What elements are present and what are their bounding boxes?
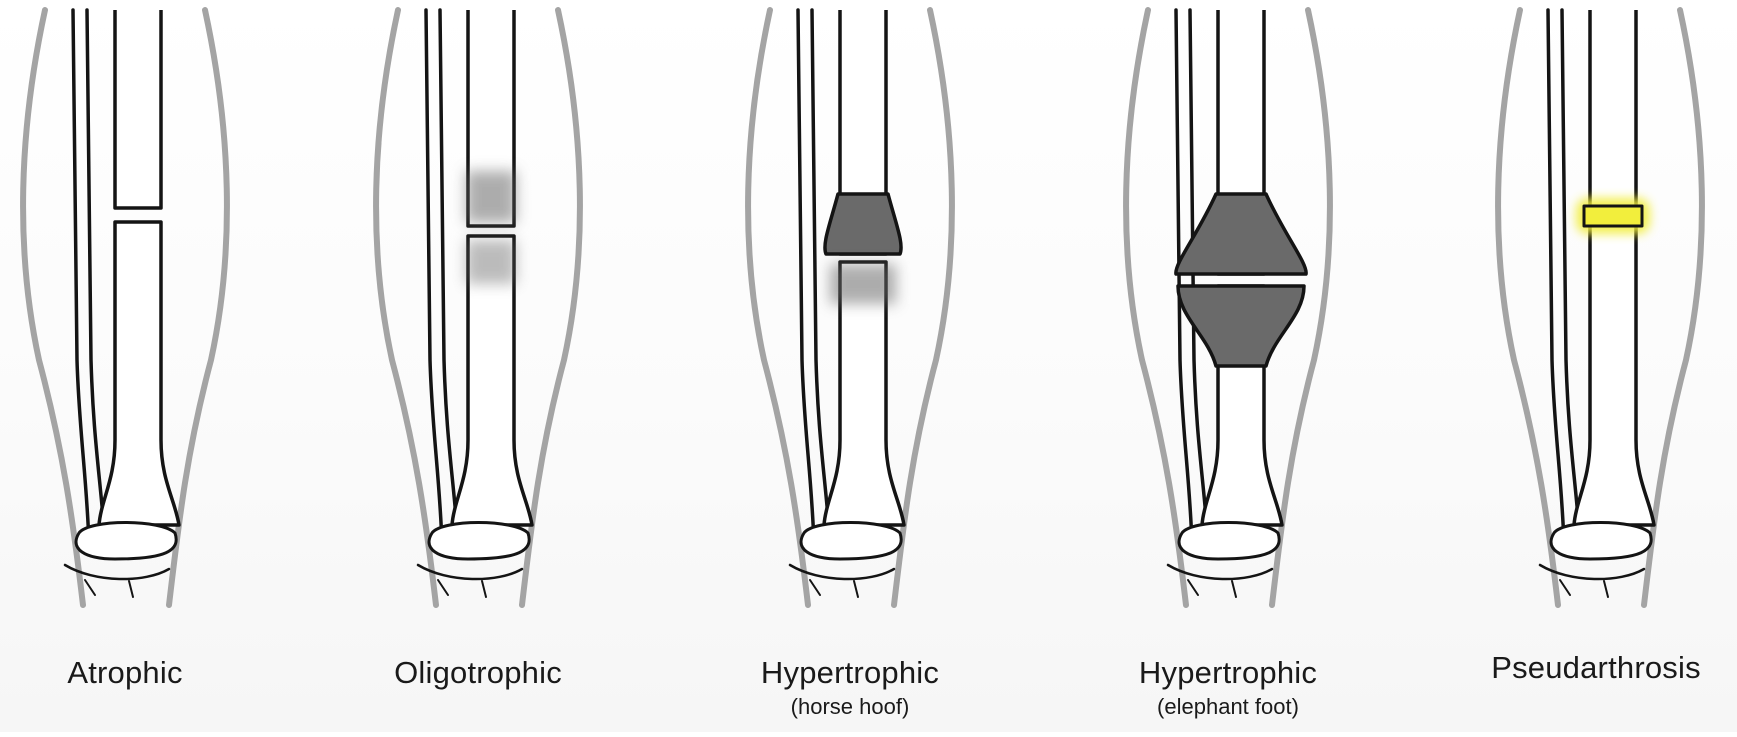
leg-panel-4: [1126, 10, 1330, 605]
pseudarthrosis-joint: [1584, 206, 1642, 226]
panel-subtitle: (elephant foot): [1139, 693, 1317, 721]
tarsal-line-2: [129, 581, 133, 597]
tarsal-line-1: [438, 580, 448, 595]
talus-bone: [429, 523, 529, 560]
panel-label-atrophic: Atrophic: [67, 655, 182, 691]
tarsal-line-2: [482, 581, 486, 597]
tarsal-line-1: [85, 580, 95, 595]
fibula-inner-edge: [1562, 10, 1578, 517]
panel-title: Hypertrophic: [761, 655, 939, 691]
talus-bone: [1551, 523, 1651, 560]
tibia-lower-fragment: [1574, 222, 1654, 525]
panel-title: Pseudarthrosis: [1491, 650, 1701, 686]
fibula-inner-edge: [812, 10, 828, 517]
tarsal-line-1: [1560, 580, 1570, 595]
tarsal-line-2: [854, 581, 858, 597]
tibia-lower-fragment: [99, 222, 179, 525]
talus-bone: [1179, 523, 1279, 560]
panel-title: Hypertrophic: [1139, 655, 1317, 691]
fibula-inner-edge: [87, 10, 103, 517]
fibula-inner-edge: [440, 10, 456, 517]
tibia-upper-fragment: [1590, 10, 1636, 210]
leg-panel-5: [1498, 10, 1702, 605]
tarsal-line-2: [1604, 581, 1608, 597]
tibia-upper-fragment: [115, 10, 161, 208]
leg-panel-3: [748, 10, 952, 605]
leg-panel-2: [376, 10, 580, 605]
callus-shading-upper: [466, 171, 516, 223]
panel-label-hypertrophic-horse-hoof: Hypertrophic (horse hoof): [761, 655, 939, 721]
callus-horse-hoof-upper: [825, 194, 901, 254]
tarsal-line-2: [1232, 581, 1236, 597]
callus-elephant-foot-upper: [1176, 194, 1306, 274]
tarsal-line-1: [810, 580, 820, 595]
talus-bone: [801, 523, 901, 560]
panel-label-hypertrophic-elephant-foot: Hypertrophic (elephant foot): [1139, 655, 1317, 721]
panel-label-pseudarthrosis: Pseudarthrosis: [1491, 650, 1701, 686]
callus-elephant-foot-lower: [1178, 286, 1304, 366]
callus-shading-lower: [466, 240, 516, 284]
callus-shading-lower: [830, 264, 896, 304]
panel-title: Atrophic: [67, 655, 182, 691]
tarsal-line-1: [1188, 580, 1198, 595]
leg-panel-1: [23, 10, 227, 605]
panel-subtitle: (horse hoof): [761, 693, 939, 721]
panel-label-oligotrophic: Oligotrophic: [394, 655, 562, 691]
talus-bone: [76, 523, 176, 560]
panel-title: Oligotrophic: [394, 655, 562, 691]
